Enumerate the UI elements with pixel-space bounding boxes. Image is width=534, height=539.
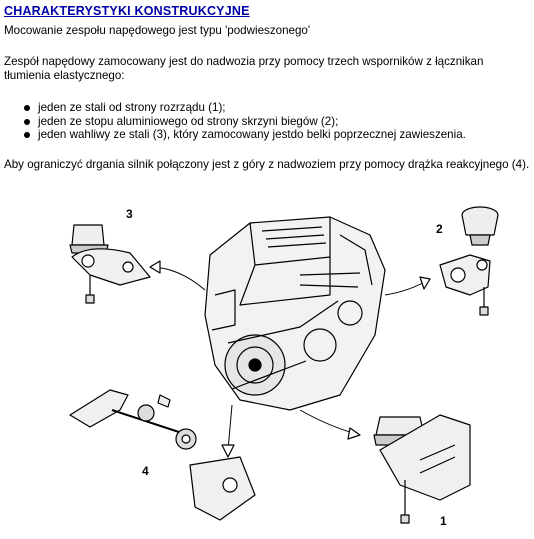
list-item: jeden ze stali od strony rozrządu (1); [22, 101, 466, 115]
mount-4-illustration [69, 389, 256, 521]
callout-4-label: 4 [142, 464, 149, 478]
engine-illustration [204, 216, 386, 411]
description-paragraph: Zespół napędowy zamocowany jest do nadwo… [4, 55, 484, 82]
engine-mounts-figure: 3 2 4 1 [69, 206, 499, 528]
mount-1-illustration [373, 414, 471, 524]
mount-2-illustration [439, 206, 499, 316]
callout-2-label: 2 [436, 222, 443, 236]
page-title: CHARAKTERYSTYKI KONSTRUKCYJNE [4, 4, 250, 18]
mount-3-illustration [69, 224, 151, 304]
callout-1-label: 1 [440, 514, 447, 528]
mount-list: jeden ze stali od strony rozrządu (1); j… [22, 101, 466, 142]
intro-text: Mocowanie zespołu napędowego jest typu '… [4, 24, 311, 37]
list-item: jeden wahliwy ze stali (3), który zamoco… [22, 128, 466, 142]
bullet-icon [24, 118, 30, 125]
list-item: jeden ze stopu aluminiowego od strony sk… [22, 115, 466, 129]
bullet-icon [24, 105, 30, 111]
bullet-icon [24, 132, 30, 138]
callout-3-label: 3 [126, 207, 133, 221]
reaction-rod-paragraph: Aby ograniczyć drgania silnik połączony … [4, 158, 530, 171]
